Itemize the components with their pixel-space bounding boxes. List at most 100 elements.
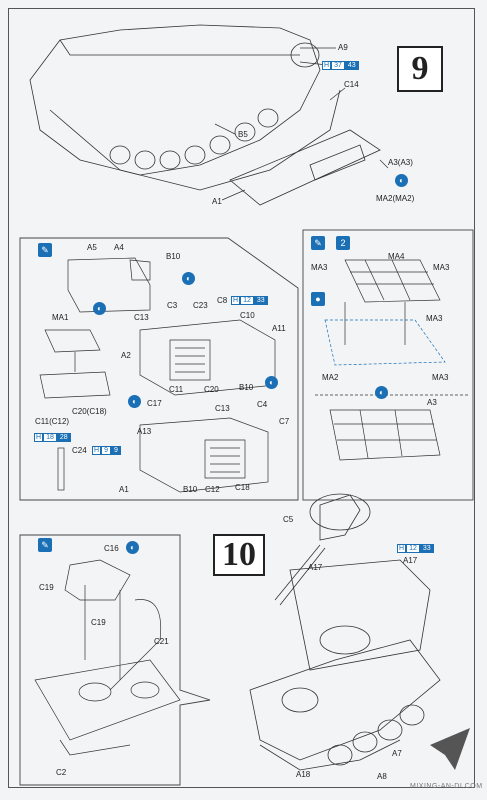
part-label: MA3 [432, 373, 449, 382]
part-label: C14 [344, 80, 359, 89]
paint-icon: ✎ [38, 243, 52, 257]
option-icon: ◐ [93, 302, 106, 315]
ref-number: 9 [101, 446, 111, 455]
part-label: MA3 [426, 314, 443, 323]
ref-number: 18 [43, 433, 57, 442]
part-label: MA1 [52, 313, 69, 322]
ref-number-total: 43 [344, 61, 359, 70]
glue-icon: ● [311, 292, 325, 306]
ref-number-total: 28 [56, 433, 71, 442]
step9-left-panel-frame [19, 237, 299, 501]
part-label: A8 [377, 772, 387, 781]
part-label: C12 [205, 485, 220, 494]
paint-icon: ✎ [311, 236, 325, 250]
paint-icon: ✎ [38, 538, 52, 552]
option-icon: ◐ [126, 541, 139, 554]
part-label: MA3 [433, 263, 450, 272]
part-label: A5 [87, 243, 97, 252]
part-label: MA4 [388, 252, 405, 261]
step-number-10-text: 10 [222, 536, 256, 573]
ref-number-total: 33 [419, 544, 434, 553]
part-label: A13 [137, 427, 152, 436]
part-label: A1 [212, 197, 222, 206]
part-label: B10 [239, 383, 254, 392]
part-label: B10 [183, 485, 198, 494]
step-number-9-text: 9 [411, 50, 429, 87]
part-label: C10 [240, 311, 255, 320]
ref-prefix: H [322, 61, 332, 70]
option-icon: ◐ [375, 386, 388, 399]
step9-leader-lines [214, 47, 389, 201]
ref-number: 12 [240, 296, 254, 305]
part-label: C23 [193, 301, 208, 310]
step10-vehicle-drawing [249, 493, 441, 771]
part-label: C7 [279, 417, 290, 426]
ref-number: 12 [406, 544, 420, 553]
step-number-10: 10 [213, 534, 265, 576]
glue-icon: 2 [336, 236, 350, 250]
ref-prefix: H [34, 433, 44, 442]
part-label: C8 [217, 296, 228, 305]
ref-prefix: H [231, 296, 241, 305]
page-border [8, 8, 475, 788]
step9-right-panel-drawings [315, 259, 470, 461]
step10-left-panel-drawings [34, 559, 181, 756]
part-label: A7 [392, 749, 402, 758]
part-reference: H 37 43 [322, 61, 359, 70]
part-label: A17 [403, 556, 418, 565]
option-icon: ◐ [182, 272, 195, 285]
ref-number-total: 9 [110, 446, 121, 455]
part-reference: H 12 33 [231, 296, 268, 305]
ref-number: 37 [331, 61, 345, 70]
part-label: A18 [296, 770, 311, 779]
part-label: B5 [238, 130, 248, 139]
part-label: C4 [257, 400, 268, 409]
part-reference: H 18 28 [34, 433, 71, 442]
part-label: C16 [104, 544, 119, 553]
step9-left-panel-drawings [39, 257, 276, 493]
part-label: C11(C12) [35, 417, 70, 426]
part-label: C24 [72, 446, 87, 455]
ref-prefix: H [92, 446, 102, 455]
part-label: C20 [204, 385, 219, 394]
option-icon: ◐ [395, 174, 408, 187]
part-label: C2 [56, 768, 67, 777]
ref-number-total: 33 [253, 296, 268, 305]
part-label: C17 [147, 399, 162, 408]
part-label: A3(A3) [388, 158, 413, 167]
part-label: A3 [427, 398, 437, 407]
part-label: C13 [134, 313, 149, 322]
part-label: C19 [91, 618, 106, 627]
part-label: C19 [39, 583, 54, 592]
part-label: C18 [235, 483, 250, 492]
watermark-plane [430, 728, 470, 770]
part-label: A1 [119, 485, 129, 494]
step-number-9: 9 [397, 46, 443, 92]
step9-right-panel-frame [302, 229, 474, 501]
watermark: MIXING-AN-DI.COM [410, 783, 483, 790]
part-label: MA3 [311, 263, 328, 272]
part-label: C13 [215, 404, 230, 413]
part-label: C11 [169, 385, 184, 394]
part-label: A4 [114, 243, 124, 252]
part-label: C20(C18) [72, 407, 107, 416]
part-label: A9 [338, 43, 348, 52]
part-label: B10 [166, 252, 181, 261]
option-icon: ◐ [265, 376, 278, 389]
part-reference: H 9 9 [92, 446, 121, 455]
part-label: MA2(MA2) [376, 194, 415, 203]
part-label: A11 [272, 324, 286, 333]
part-label: C3 [167, 301, 178, 310]
step9-hull-drawing [29, 24, 381, 206]
part-label: A2 [121, 351, 131, 360]
step10-left-panel-frame [19, 534, 211, 786]
part-label: C21 [154, 637, 169, 646]
part-label: C5 [283, 515, 294, 524]
ref-prefix: H [397, 544, 407, 553]
part-label: MA2 [322, 373, 339, 382]
option-icon: ◐ [128, 395, 141, 408]
part-reference: H 12 33 [397, 544, 434, 553]
part-label: A17 [308, 563, 323, 572]
